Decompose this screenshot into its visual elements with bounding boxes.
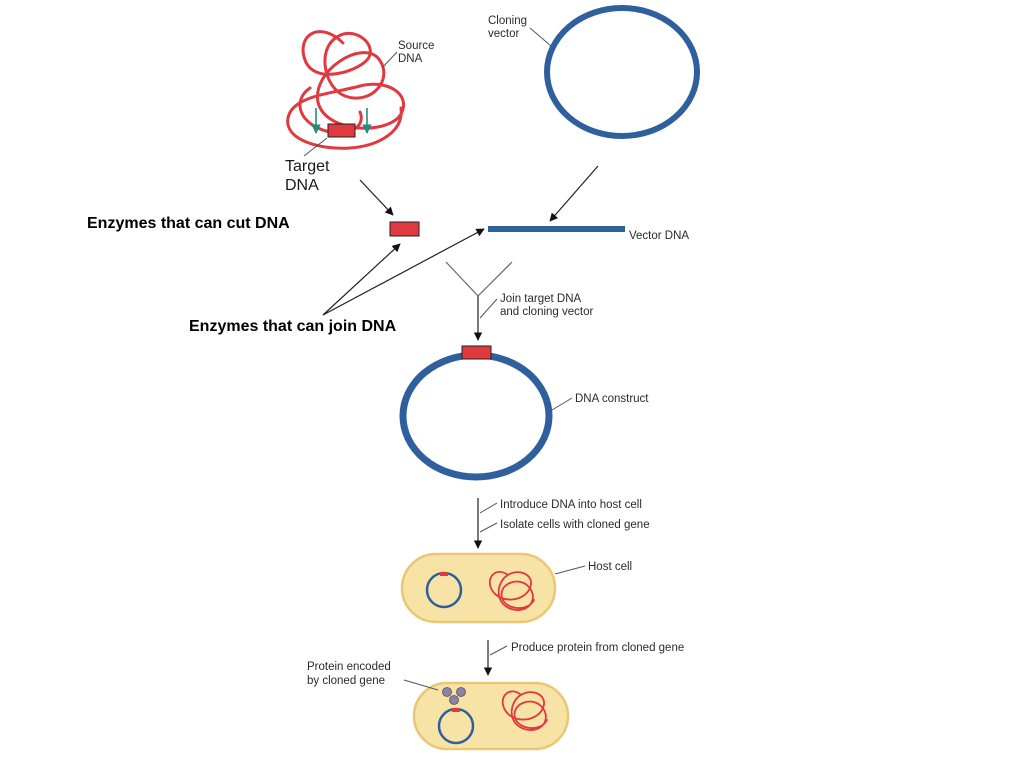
target-dna-leader xyxy=(303,137,328,157)
introduce-step-leader xyxy=(479,502,498,514)
vector-dna-linear xyxy=(488,226,625,232)
join-step-leader xyxy=(479,298,498,319)
host-cell xyxy=(400,552,557,624)
introduce-step-label: Introduce DNA into host cell xyxy=(500,499,642,511)
host-chromosome xyxy=(488,570,535,611)
source-dna-leader xyxy=(381,51,398,69)
host-cell-leader xyxy=(554,565,586,575)
vector-dna-label: Vector DNA xyxy=(629,230,689,242)
dna-construct-insert xyxy=(461,345,492,360)
enzymes-cut-label: Enzymes that can cut DNA xyxy=(87,215,290,232)
cloning-vector-plasmid xyxy=(544,5,700,139)
produce-step-leader xyxy=(489,645,508,656)
protein-leader xyxy=(403,679,439,691)
join-step-label-line2: and cloning vector xyxy=(500,306,594,318)
target-dna-segment xyxy=(327,123,356,138)
isolate-step-label: Isolate cells with cloned gene xyxy=(500,519,650,531)
cloning-vector-label-line1: Cloning xyxy=(488,15,527,27)
source-dna-label-line1: Source xyxy=(398,40,434,52)
join-connector xyxy=(445,261,513,341)
arrow-to-vector-fragment xyxy=(549,165,599,222)
join-arrow-to-target xyxy=(322,243,401,316)
protein-cell-chromosome xyxy=(501,690,548,731)
cut-site-arrows xyxy=(311,108,372,134)
dna-construct-plasmid xyxy=(399,351,553,481)
arrow-to-target-fragment xyxy=(359,179,394,216)
target-dna-label-line2: DNA xyxy=(285,177,319,194)
target-dna-label-line1: Target xyxy=(285,158,330,175)
cloning-vector-label-line2: vector xyxy=(488,28,519,40)
protein-molecules xyxy=(442,687,466,705)
enzymes-join-label: Enzymes that can join DNA xyxy=(189,318,397,335)
dna-construct-leader xyxy=(551,397,573,411)
host-cell-label: Host cell xyxy=(588,561,632,573)
join-step-label-line1: Join target DNA xyxy=(500,293,582,305)
target-dna-fragment xyxy=(389,221,420,237)
host-plasmid-insert xyxy=(440,572,448,576)
dna-construct-label: DNA construct xyxy=(575,393,649,405)
isolate-step-leader xyxy=(479,522,498,533)
protein-label-line2: by cloned gene xyxy=(307,675,385,687)
protein-cell-plasmid-insert xyxy=(452,708,460,712)
cloning-vector-leader xyxy=(529,27,552,47)
protein-producing-cell xyxy=(412,681,570,751)
produce-step-label: Produce protein from cloned gene xyxy=(511,642,684,654)
source-dna-label-line2: DNA xyxy=(398,53,423,65)
protein-label-line1: Protein encoded xyxy=(307,661,391,673)
join-arrow-to-vector xyxy=(322,228,485,316)
